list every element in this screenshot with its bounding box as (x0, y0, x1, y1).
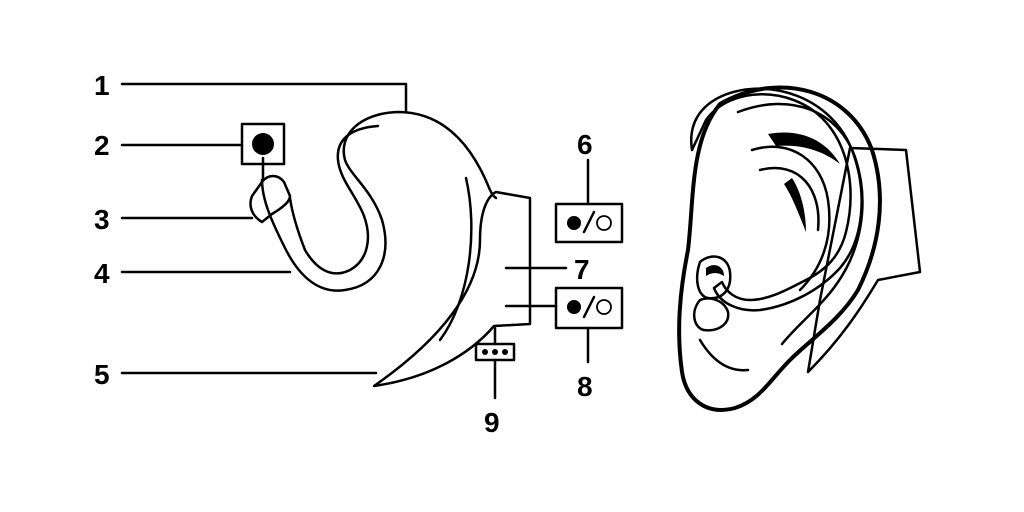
main-button (240, 122, 286, 166)
label-6: 6 (577, 129, 593, 160)
label-3: 3 (94, 204, 110, 235)
filled-circle-button-icon (252, 133, 274, 155)
hook-tip (249, 174, 292, 224)
ear-outer (677, 85, 882, 412)
three-dots-icon (482, 349, 488, 355)
toggle-on-icon (567, 216, 581, 230)
toggle-off-icon (596, 299, 612, 315)
switch-upper (554, 202, 624, 244)
label-9: 9 (484, 407, 500, 438)
label-2: 2 (94, 130, 110, 161)
label-8: 8 (577, 371, 593, 402)
toggle-on-icon (567, 300, 581, 314)
label-5: 5 (94, 359, 110, 390)
label-4: 4 (94, 258, 110, 289)
ear-hook-on-ear (690, 87, 863, 312)
device-behind-ear (806, 146, 922, 374)
device-body (372, 190, 532, 388)
label-7: 7 (574, 254, 590, 285)
callout-numbers: 1 2 3 4 5 6 7 8 9 (94, 70, 593, 438)
label-1: 1 (94, 70, 110, 101)
toggle-off-icon (596, 215, 612, 231)
ear-illustration (677, 85, 922, 412)
indicator-box (474, 342, 516, 362)
switch-lower (554, 286, 624, 330)
leader-lines (120, 82, 590, 400)
ear-hook (260, 110, 498, 292)
hearing-aid-device (249, 110, 532, 388)
